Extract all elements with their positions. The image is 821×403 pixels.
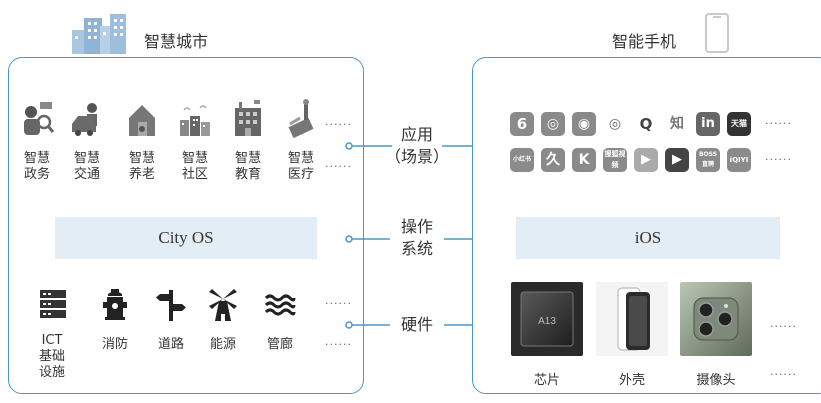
k-app-icon: K xyxy=(572,148,596,172)
hw-label-camera: 摄像头 xyxy=(696,373,736,388)
app-label-community: 智慧社区 xyxy=(181,151,208,182)
city-os-bar: City OS xyxy=(55,217,317,259)
city-hw-more-dots-2: ······ xyxy=(325,338,352,351)
phone-apps-more-dots-2: ······ xyxy=(765,153,792,166)
pipeline-icon xyxy=(264,294,296,316)
linkedin-icon: in xyxy=(696,112,720,136)
layer-label-hardware: 硬件 xyxy=(400,315,433,334)
city-os-label: City OS xyxy=(158,228,214,247)
smart-city-title: 智慧城市 xyxy=(144,32,209,51)
camera-app-icon: ◎ xyxy=(541,112,565,136)
hw-label-shell: 外壳 xyxy=(618,373,645,388)
layer-label-application: 应用（场景） xyxy=(384,125,449,166)
app-label-education: 智慧教育 xyxy=(234,151,261,182)
hw-label-fire: 消防 xyxy=(101,337,128,352)
medical-icon xyxy=(288,99,314,139)
windmill-icon xyxy=(209,289,237,321)
netease-icon: 6 xyxy=(510,112,534,136)
traffic-icon xyxy=(72,103,97,136)
app-label-government: 智慧政务 xyxy=(23,151,50,182)
weibo-icon: ◎ xyxy=(603,112,627,136)
server-icon xyxy=(40,290,66,318)
wechat-icon: ◉ xyxy=(572,112,596,136)
hw-label-energy: 能源 xyxy=(209,337,236,352)
video-player-icon: ▶ xyxy=(634,148,658,172)
education-icon xyxy=(235,100,261,136)
app-label-elderly-care: 智慧养老 xyxy=(128,151,155,182)
chip-photo: A13 xyxy=(511,282,583,356)
camera-photo xyxy=(680,282,752,356)
hw-label-pipe: 管廊 xyxy=(266,337,293,352)
qq-icon: Q xyxy=(634,112,658,136)
app-label-traffic: 智慧交通 xyxy=(73,151,100,182)
fire-hydrant-icon xyxy=(103,289,127,320)
app-label-medical: 智慧医疗 xyxy=(287,151,314,182)
city-buildings-icon xyxy=(72,14,126,54)
hw-label-road: 道路 xyxy=(157,337,184,352)
ios-label: iOS xyxy=(634,228,662,247)
phone-hw-more-dots-2: ······ xyxy=(770,368,797,381)
government-icon xyxy=(24,102,54,135)
city-apps-more-dots-2: ······ xyxy=(325,160,352,173)
chip-label: A13 xyxy=(538,316,556,327)
boss-icon: BOSS直聘 xyxy=(696,148,720,172)
zhihu-icon: 知 xyxy=(665,112,689,136)
hw-label-chip: 芯片 xyxy=(533,373,560,388)
phone-hw-more-dots-1: ······ xyxy=(770,320,797,333)
music-app-icon: ▶ xyxy=(665,148,689,172)
elderly-care-icon xyxy=(129,105,155,136)
iqiyi-icon: iQIYI xyxy=(727,148,751,172)
city-hw-more-dots-1: ······ xyxy=(325,297,352,310)
layer-label-os: 操作系统 xyxy=(400,217,433,258)
sohu-video-icon: 搜狐视频 xyxy=(603,148,627,172)
phone-icon xyxy=(705,13,729,53)
road-sign-icon xyxy=(156,290,186,321)
phone-apps-more-dots-1: ······ xyxy=(765,117,792,130)
keep-icon: 久 xyxy=(541,148,565,172)
community-icon xyxy=(180,105,210,136)
smartphone-title: 智能手机 xyxy=(612,32,677,51)
tianmao-icon: 天猫 xyxy=(727,112,751,136)
city-apps-more-dots-1: ······ xyxy=(325,118,352,131)
ios-bar: iOS xyxy=(516,217,780,259)
xiaohongshu-icon: 小红书 xyxy=(510,148,534,172)
shell-photo xyxy=(596,282,668,356)
